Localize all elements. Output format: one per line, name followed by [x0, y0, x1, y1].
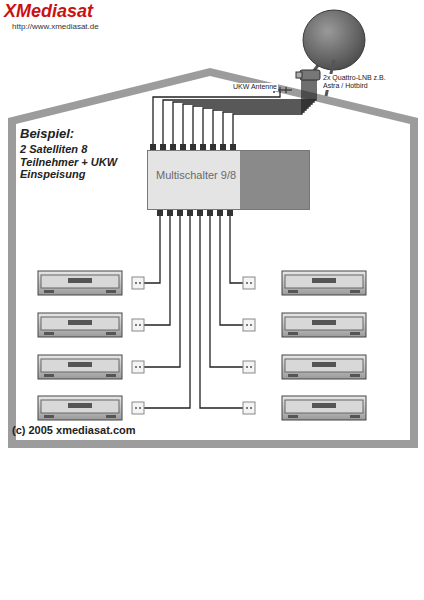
- example-note: 2 Satelliten 8 Teilnehmer + UKW Einspeis…: [20, 143, 140, 181]
- receivers: [38, 271, 366, 420]
- house-wall: [8, 68, 418, 448]
- house-inside: [16, 76, 410, 440]
- diagram-title: Beispiel:: [20, 127, 74, 142]
- url-text: http://www.xmediasat.de: [12, 22, 99, 31]
- copyright-caption: (c) 2005 xmediasat.com: [12, 424, 136, 437]
- node-text: Multischalter 9/8: [156, 169, 236, 181]
- input-cables: [153, 80, 316, 146]
- logo-text: XMediasat: [4, 1, 93, 22]
- antenna-label: UKW Antenne: [232, 83, 278, 91]
- wall-sockets: [132, 277, 255, 414]
- output-cables: [144, 216, 243, 408]
- lnb-label: 2x Quattro-LNB z.B. Astra / Hotbird: [322, 74, 404, 90]
- multiswitch-box: Multischalter 9/8: [147, 150, 310, 210]
